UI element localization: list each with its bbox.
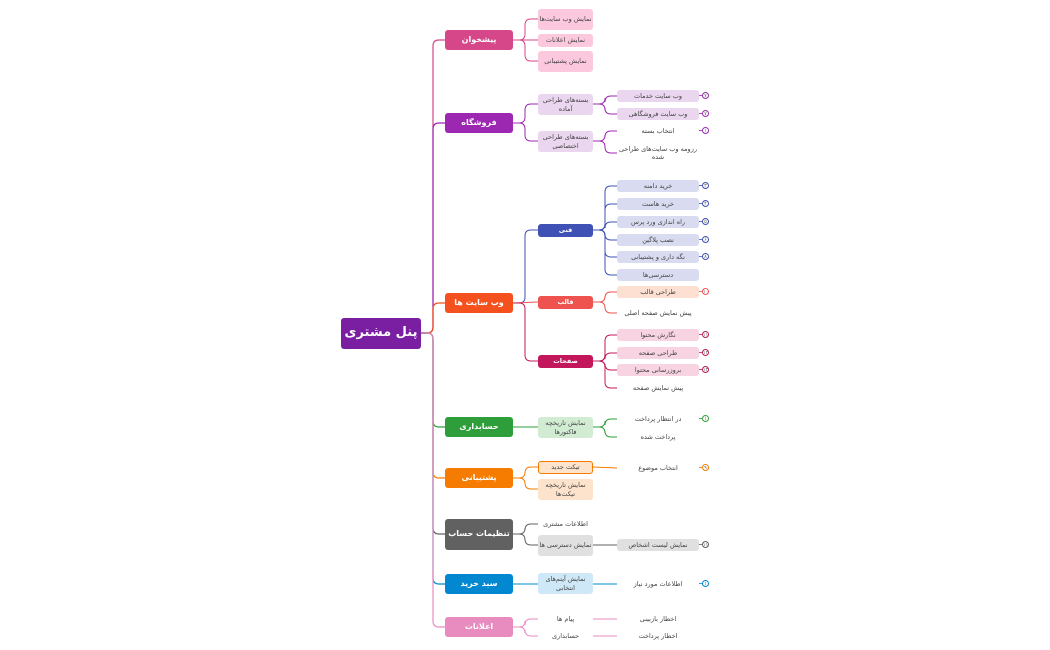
sub-node[interactable]: پیام ها bbox=[556, 614, 575, 623]
connector bbox=[593, 229, 617, 276]
connector bbox=[513, 618, 538, 628]
leaf-node[interactable]: اخطار بازبینی bbox=[639, 614, 677, 623]
connector bbox=[593, 103, 617, 115]
connector bbox=[513, 122, 538, 142]
sub-node[interactable]: اطلاعات مشتری bbox=[543, 519, 588, 528]
category-elanat[interactable]: اعلانات bbox=[445, 617, 513, 637]
leaf-node[interactable]: نگارش محتوا bbox=[617, 329, 699, 341]
sub-node[interactable]: نمایش تاریخچه فاکتورها bbox=[538, 417, 593, 438]
sub-node[interactable]: نمایش وب سایت‌ها bbox=[538, 9, 593, 30]
step-badge: ۱۳ bbox=[702, 366, 709, 373]
connector bbox=[421, 332, 445, 628]
leaf-node[interactable]: رزومه وب سایت‌های طراحی شده bbox=[619, 144, 697, 161]
leaf-node[interactable]: در انتظار پرداخت bbox=[634, 414, 682, 423]
category-websites[interactable]: وب سایت ها bbox=[445, 293, 513, 313]
connector bbox=[593, 426, 617, 438]
sub-node-ghaleb[interactable]: قالب bbox=[538, 296, 593, 309]
leaf-node[interactable]: انتخاب موضوع bbox=[638, 463, 678, 472]
leaf-node[interactable]: اخطار پرداخت bbox=[638, 631, 678, 640]
step-badge: ۷ bbox=[702, 110, 709, 117]
sub-node[interactable]: بسته‌های طراحی اختصاصی bbox=[538, 131, 593, 152]
connector bbox=[592, 466, 618, 469]
connector bbox=[513, 533, 538, 546]
connector bbox=[593, 291, 617, 303]
leaf-node[interactable]: پیش نمایش صفحه اصلی bbox=[624, 308, 692, 317]
step-badge: ۱۱ bbox=[702, 331, 709, 338]
connector bbox=[593, 360, 617, 389]
leaf-node[interactable]: دسترسی‌ها bbox=[617, 269, 699, 281]
leaf-node[interactable]: انتخاب بسته bbox=[641, 126, 675, 135]
category-hesabdari[interactable]: حسابداری bbox=[445, 417, 513, 437]
sub-node[interactable]: نمایش پشتیبانی bbox=[538, 51, 593, 72]
root-node[interactable]: پنل مشتری bbox=[341, 318, 421, 349]
connector bbox=[513, 626, 538, 637]
leaf-node[interactable]: نصب پلاگین bbox=[617, 234, 699, 246]
connector bbox=[513, 18, 538, 41]
step-badge: ۸ bbox=[702, 253, 709, 260]
sub-node[interactable]: نمایش دسترسی ها bbox=[538, 535, 593, 556]
connector bbox=[513, 103, 538, 124]
step-badge: ۱ bbox=[702, 415, 709, 422]
connector bbox=[513, 477, 538, 490]
step-badge: ۱۲ bbox=[702, 349, 709, 356]
leaf-node[interactable]: وب سایت خدمات bbox=[617, 90, 699, 102]
connector bbox=[593, 130, 617, 142]
connector bbox=[593, 95, 617, 105]
sub-node-fanni[interactable]: فنی bbox=[538, 224, 593, 237]
connector bbox=[593, 221, 617, 231]
category-tanzimat[interactable]: تنظیمات حساب bbox=[445, 519, 513, 550]
connector bbox=[513, 229, 538, 304]
leaf-node[interactable]: طراحی صفحه bbox=[617, 347, 699, 359]
step-badge: ۶ bbox=[702, 236, 709, 243]
sub-node[interactable]: تیکت جدید bbox=[538, 461, 593, 474]
step-badge: ۵ bbox=[702, 218, 709, 225]
connector bbox=[513, 466, 538, 479]
connector bbox=[593, 418, 617, 428]
step-badge: ۴ bbox=[702, 200, 709, 207]
category-sabad[interactable]: سبد خرید bbox=[445, 574, 513, 594]
leaf-node[interactable]: خرید دامنه bbox=[617, 180, 699, 192]
leaf-node[interactable]: بروزرسانی محتوا bbox=[617, 364, 699, 376]
connector bbox=[421, 122, 445, 334]
connector bbox=[513, 523, 538, 535]
leaf-node[interactable]: وب سایت فروشگاهی bbox=[617, 108, 699, 120]
connector bbox=[421, 302, 445, 334]
connector bbox=[513, 302, 538, 362]
sub-node-safahat[interactable]: صفحات bbox=[538, 355, 593, 368]
category-poshtibani[interactable]: پشتیبانی bbox=[445, 468, 513, 488]
step-badge: ۱۱ bbox=[702, 541, 709, 548]
leaf-node[interactable]: خرید هاست bbox=[617, 198, 699, 210]
sub-node[interactable]: نمایش آیتم‌های انتخابی bbox=[538, 573, 593, 594]
step-badge: ۱ bbox=[702, 580, 709, 587]
category-pishkhan[interactable]: پیشخوان bbox=[445, 30, 513, 50]
leaf-node[interactable]: پیش نمایش صفحه bbox=[632, 383, 684, 392]
leaf-node[interactable]: نگه داری و پشتیبانی bbox=[617, 251, 699, 263]
leaf-node[interactable]: اطلاعات مورد نیاز bbox=[633, 579, 683, 588]
sub-node[interactable]: حسابداری bbox=[551, 631, 580, 640]
leaf-node[interactable]: طراحی قالب bbox=[617, 286, 699, 298]
step-badge: ۱ bbox=[702, 127, 709, 134]
connector bbox=[593, 301, 617, 314]
connector bbox=[593, 140, 617, 154]
sub-node[interactable]: نمایش تاریخچه تیکت‌ها bbox=[538, 479, 593, 500]
connector bbox=[593, 352, 617, 362]
step-badge: ۹ bbox=[702, 464, 709, 471]
leaf-node[interactable]: پرداخت شده bbox=[640, 432, 676, 441]
sub-node[interactable]: نمایش اعلانات bbox=[538, 34, 593, 47]
step-badge: ۱۰ bbox=[702, 288, 709, 295]
connector bbox=[513, 39, 538, 62]
step-badge: ۳ bbox=[702, 182, 709, 189]
sub-node[interactable]: بسته‌های طراحی آماده bbox=[538, 94, 593, 115]
step-badge: ۷ bbox=[702, 92, 709, 99]
leaf-node[interactable]: راه اندازی ورد پرس bbox=[617, 216, 699, 228]
leaf-node[interactable]: نمایش لیست اشخاص bbox=[617, 539, 699, 551]
category-forushgah[interactable]: فروشگاه bbox=[445, 113, 513, 133]
